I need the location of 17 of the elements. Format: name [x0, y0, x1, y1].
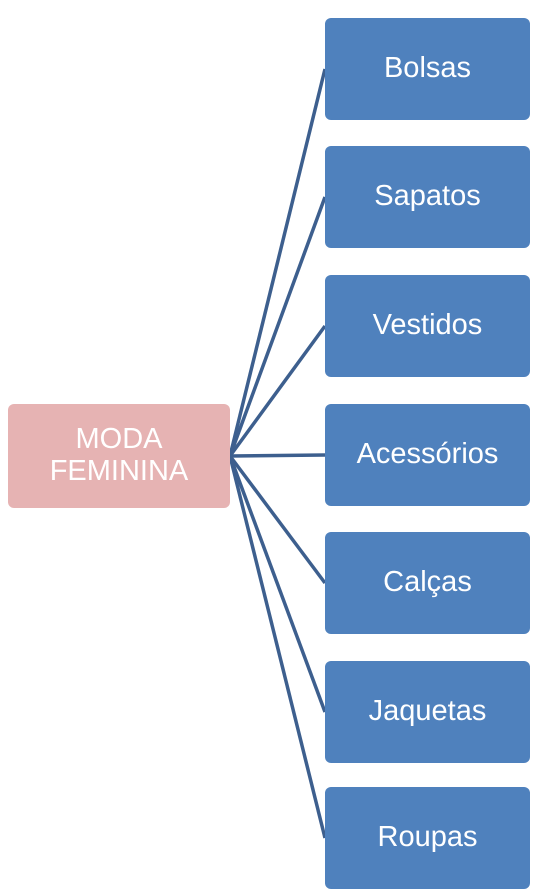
- category-box: [325, 404, 530, 506]
- node-label: Roupas: [378, 822, 478, 854]
- category-box: [325, 146, 530, 248]
- node-label: Jaquetas: [368, 696, 486, 728]
- node-label: Calças: [383, 567, 472, 599]
- category-box: [325, 275, 530, 377]
- category-box: [325, 18, 530, 120]
- node-label: Bolsas: [384, 53, 472, 85]
- node-label: Vestidos: [372, 310, 482, 342]
- node-label: Sapatos: [374, 181, 481, 213]
- root-box: [8, 404, 230, 508]
- connector-line: [230, 453, 326, 458]
- node-label: MODA FEMININA: [48, 424, 190, 488]
- category-box: [325, 787, 530, 889]
- category-box: [325, 661, 530, 763]
- node-label: Acessórios: [356, 439, 498, 471]
- category-box: [325, 532, 530, 634]
